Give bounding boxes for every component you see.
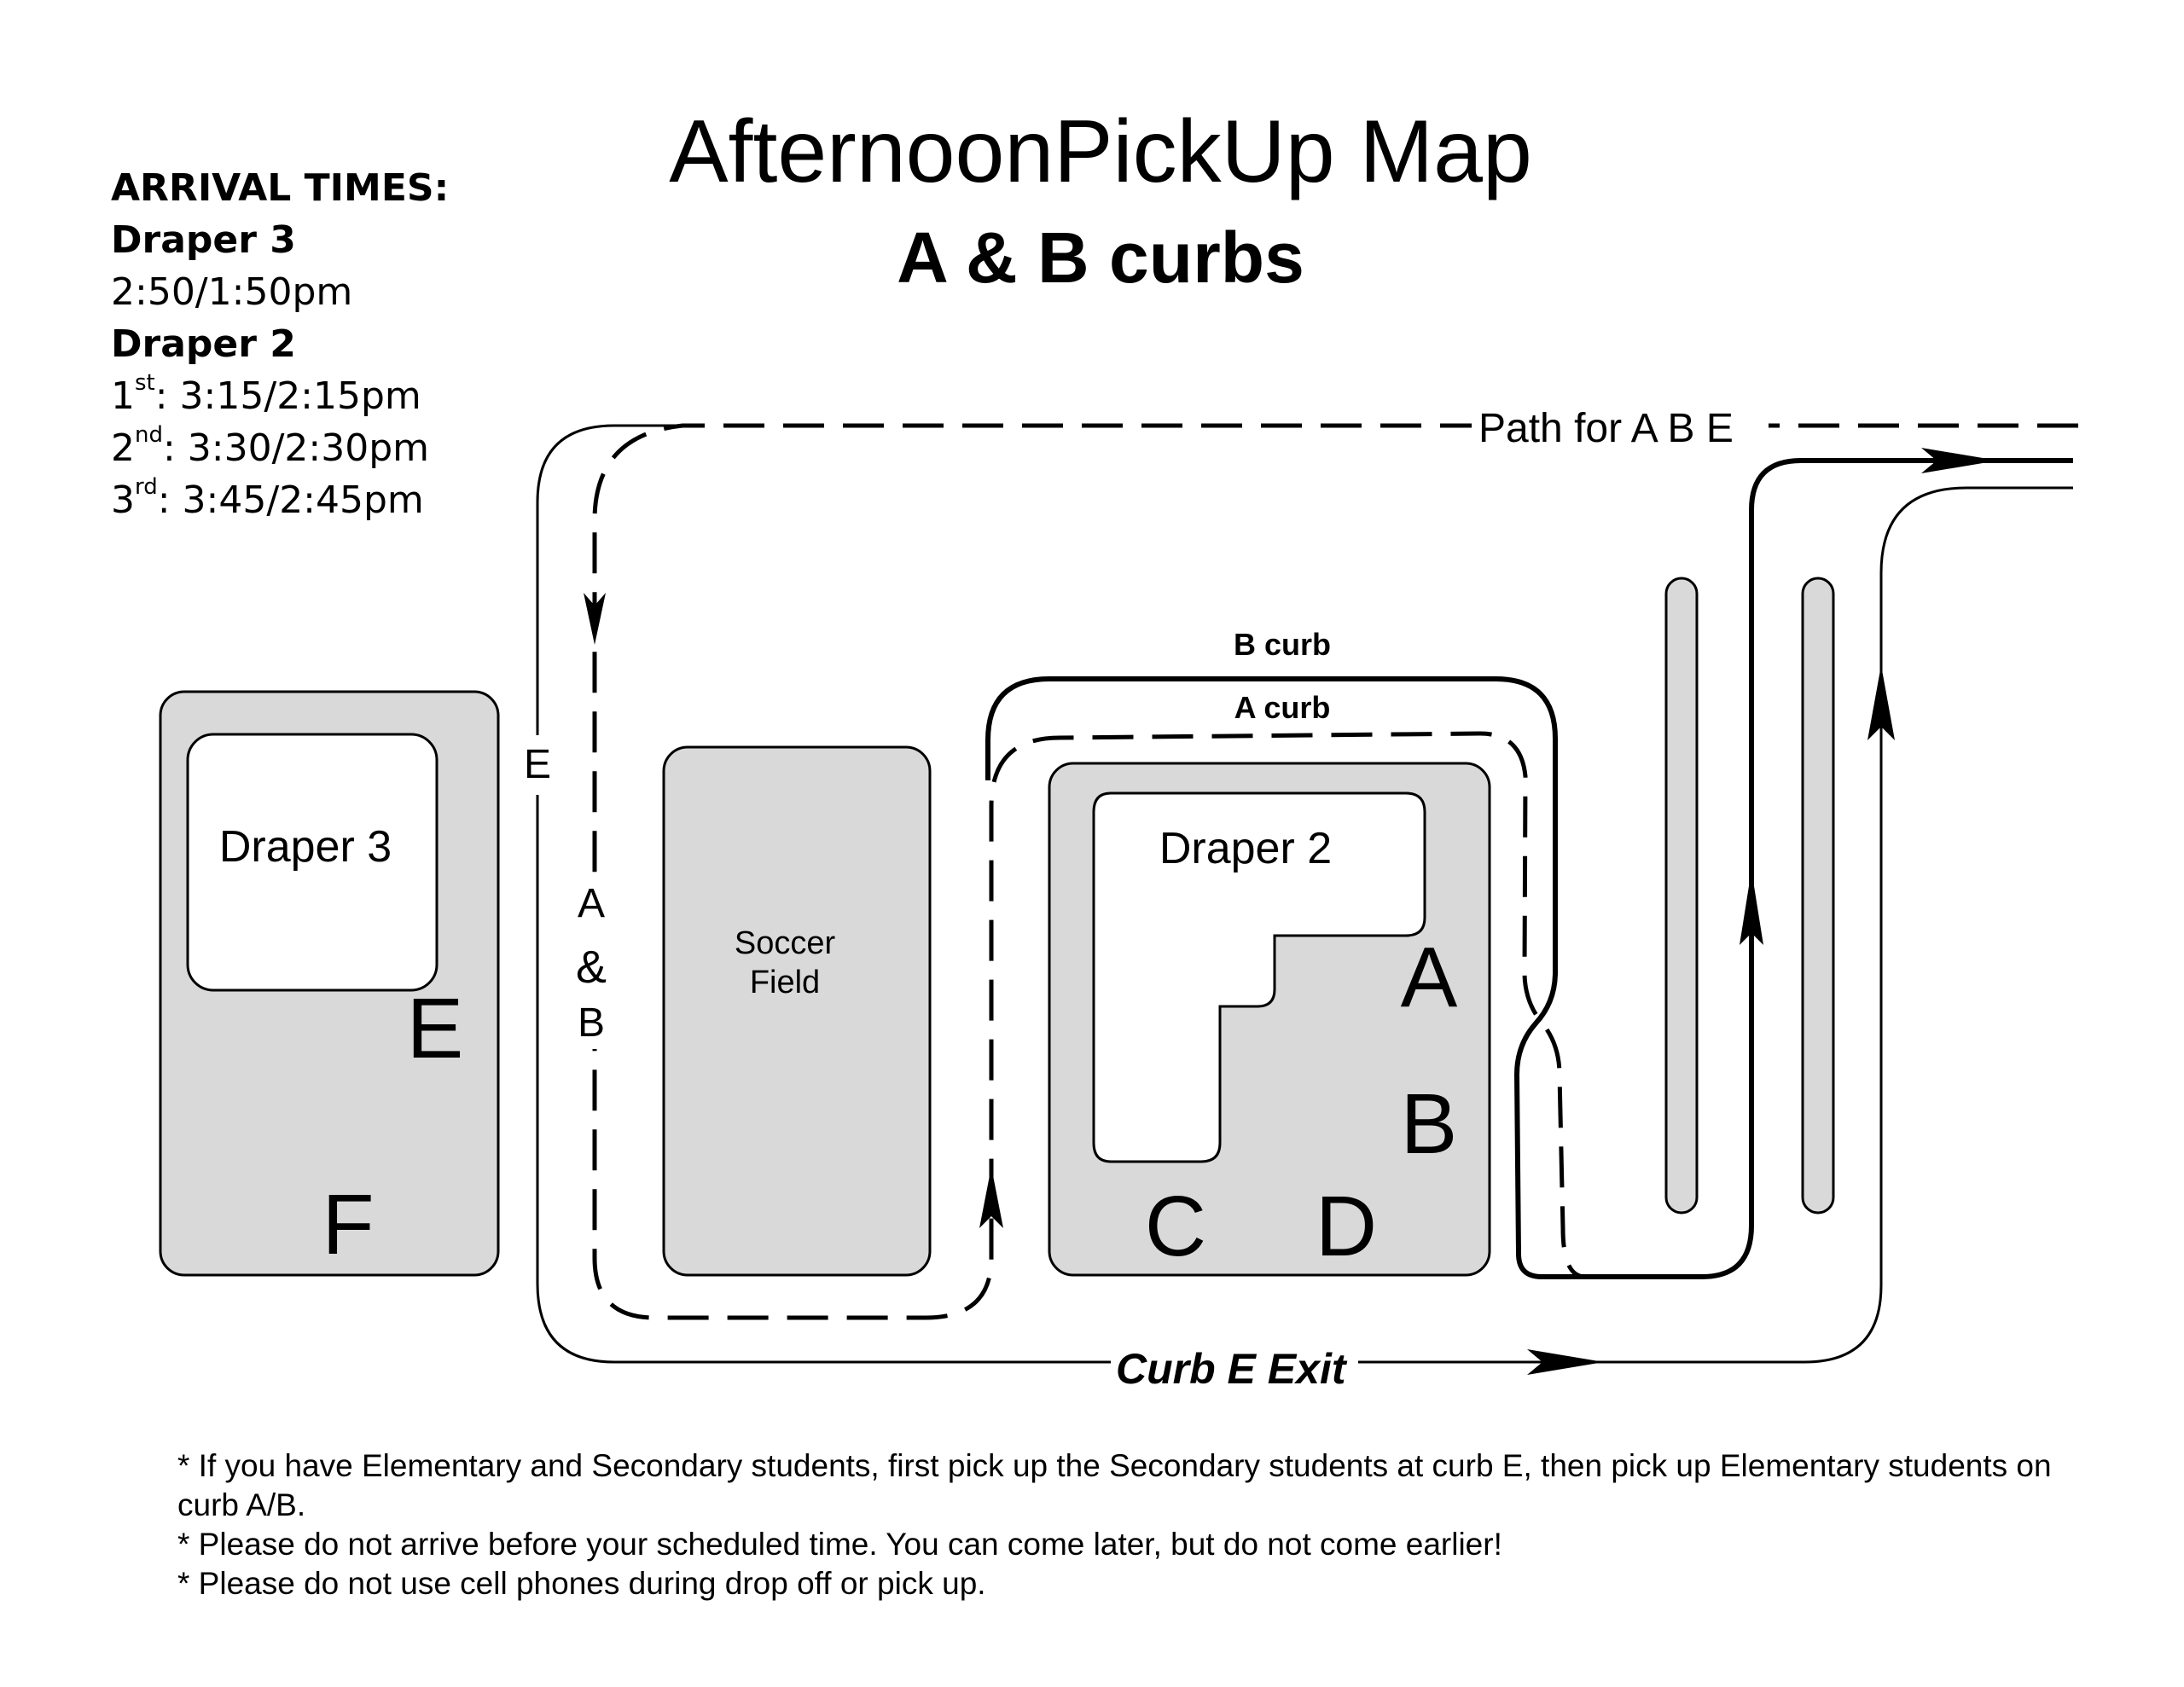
direction-arrow-up	[979, 1167, 1003, 1228]
draper2-slot-1: 1st: 3:15/2:15pm	[111, 370, 421, 418]
parking-island-2	[1801, 577, 1835, 1215]
note-2: * Please do not arrive before your sched…	[177, 1527, 1502, 1562]
page-title: AfternoonPickUp Map	[669, 102, 1532, 201]
curb-a-letter: A	[1401, 930, 1458, 1025]
draper2-building	[1092, 791, 1426, 1163]
draper3-building	[186, 733, 439, 992]
curb-e-exit-label: Curb E Exit	[1116, 1345, 1348, 1393]
draper3-arrival-time: 2:50/1:50pm	[111, 270, 353, 314]
e-marker: E	[524, 742, 551, 787]
note-1: * If you have Elementary and Secondary s…	[177, 1448, 2052, 1522]
curb-f-letter: F	[322, 1177, 374, 1272]
draper2-slot-3: 3rd: 3:45/2:45pm	[111, 474, 424, 522]
curb-b-letter: B	[1401, 1076, 1458, 1172]
ab-marker-a: A	[578, 881, 605, 926]
direction-arrow-down	[584, 593, 606, 645]
b-curb-label: B curb	[1234, 627, 1331, 662]
page-subtitle: A & B curbs	[897, 217, 1304, 298]
arrival-times: ARRIVAL TIMES: Draper 3 2:50/1:50pm Drap…	[111, 162, 555, 526]
direction-arrow-up-lane	[1740, 870, 1763, 945]
draper2-label: Draper 2	[1159, 824, 1332, 873]
direction-arrow-right	[1527, 1349, 1604, 1375]
a-curb-label: A curb	[1234, 690, 1331, 725]
path-abe-label: Path for A B E	[1478, 406, 1734, 451]
curb-c-letter: C	[1145, 1179, 1206, 1274]
draper3-label: Draper 3	[219, 822, 392, 872]
b-curb-route	[985, 458, 2073, 1279]
ab-marker-amp: &	[576, 942, 607, 993]
soccer-label-line2: Field	[750, 965, 820, 1000]
ab-route	[592, 423, 2078, 1320]
curb-d-letter: D	[1316, 1179, 1377, 1274]
curb-e-route	[536, 424, 2073, 1364]
ab-marker-b: B	[578, 1000, 605, 1046]
note-3: * Please do not use cell phones during d…	[177, 1566, 986, 1601]
direction-arrow-up-exit	[1867, 665, 1895, 740]
soccer-field	[662, 745, 932, 1277]
parking-island-1	[1664, 577, 1699, 1215]
draper3-arrival-label: Draper 3	[111, 218, 296, 262]
draper2-slot-2: 2nd: 3:30/2:30pm	[111, 422, 430, 470]
draper2-arrival-label: Draper 2	[111, 322, 296, 366]
arrival-heading: ARRIVAL TIMES:	[111, 166, 450, 210]
direction-arrow-right-top	[1921, 448, 1998, 473]
soccer-label-line1: Soccer	[735, 925, 836, 961]
pickup-notes: * If you have Elementary and Secondary s…	[177, 1446, 2054, 1603]
curb-e-letter: E	[407, 981, 464, 1076]
